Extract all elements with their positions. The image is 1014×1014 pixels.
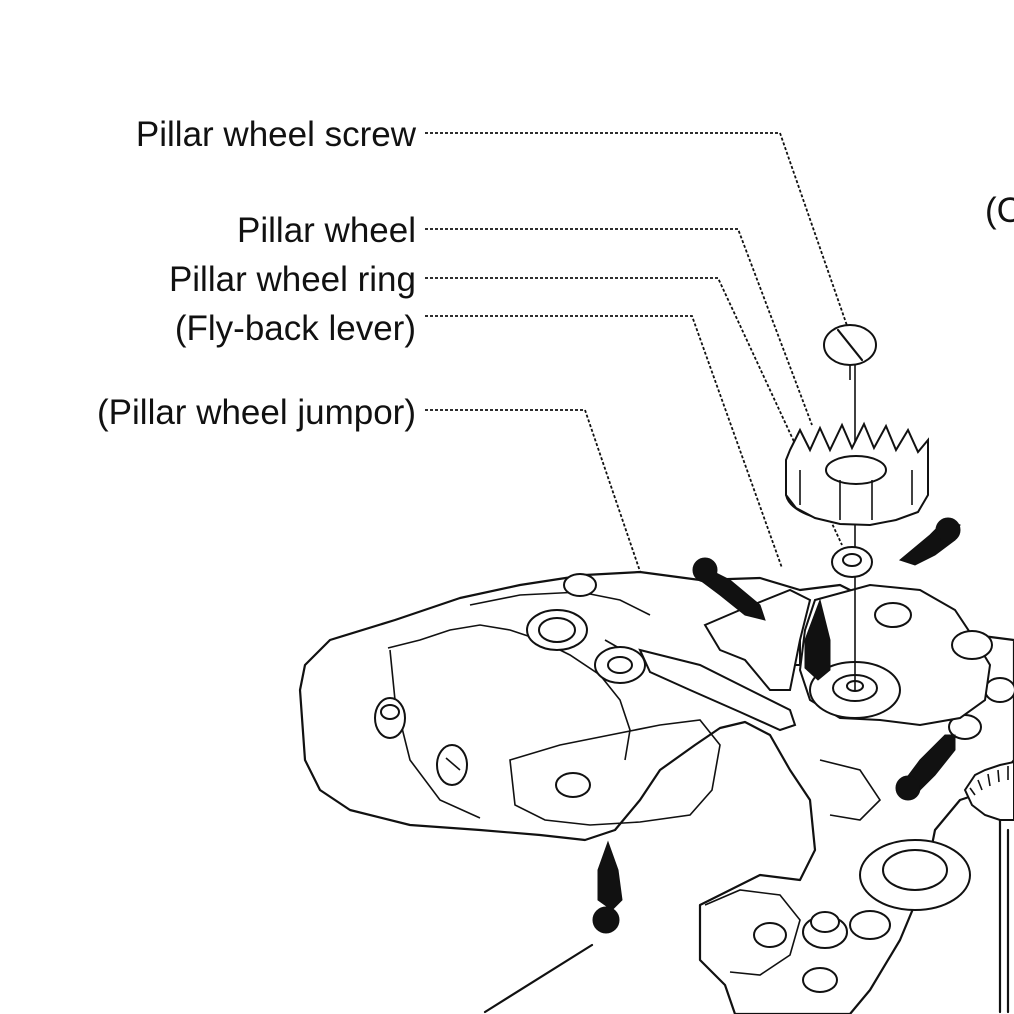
leader-bottom-left: [483, 943, 594, 1014]
jewel-2-inner: [607, 656, 633, 674]
leader-lines: [425, 132, 1010, 1014]
pillar-wheel-ring-inner: [842, 553, 862, 567]
arrow-left: [699, 564, 766, 621]
leader-fly-back-lever: [425, 315, 783, 569]
fly-back-lever: [703, 588, 812, 691]
pillar-wheel-screw-slot: [836, 328, 864, 362]
screw-4: [555, 772, 591, 798]
arrow-top-right-tail: [935, 517, 961, 543]
leader-pillar-wheel-screw: [425, 132, 853, 341]
jewel-1-inner: [538, 617, 576, 643]
jewel-3-inner: [882, 849, 948, 891]
jewel-right-2: [951, 630, 993, 660]
jewel-5: [753, 922, 787, 948]
screw-1: [563, 573, 597, 597]
gear-teeth: [969, 766, 1009, 796]
label-pillar-wheel-jumper: (Pillar wheel jumpor): [97, 393, 416, 432]
pillar-wheel-hub: [825, 455, 887, 485]
label-cut-off: (C: [985, 191, 1014, 230]
gear-edge: [963, 760, 1014, 821]
jewel-4: [849, 910, 891, 940]
label-fly-back-lever: (Fly-back lever): [174, 309, 416, 348]
screw-7: [984, 677, 1014, 703]
plate-contour-2: [389, 649, 481, 819]
leader-pillar-wheel-ring: [425, 277, 843, 546]
arrow-bottom: [597, 840, 623, 911]
label-pillar-wheel-screw: Pillar wheel screw: [135, 115, 416, 154]
leader-pillar-wheel: [425, 228, 813, 426]
screw-3: [436, 744, 468, 786]
plate-contour-7: [704, 889, 801, 976]
jewel-right-1: [874, 602, 912, 628]
jewel-6: [802, 967, 838, 993]
screw-3-slot: [445, 757, 461, 771]
plate-contour-3: [509, 719, 721, 826]
screw-5-head: [810, 911, 840, 933]
plate-contour-6: [819, 759, 882, 821]
pillar-wheel-jumper: [638, 648, 797, 732]
arrow-bottom-tail: [592, 906, 620, 934]
arrow-left-tail: [692, 557, 718, 583]
label-pillar-wheel: Pillar wheel: [237, 211, 416, 250]
arrow-center: [804, 598, 831, 681]
leader-pillar-wheel-jumper: [425, 409, 661, 631]
motion-arrows: [592, 517, 961, 934]
gear-fragment: [963, 760, 1014, 821]
label-pillar-wheel-ring: Pillar wheel ring: [168, 260, 416, 299]
screw-2-head: [380, 704, 400, 720]
arrow-lower-right-tail: [895, 775, 921, 801]
pillar-wheel-assembly: [638, 324, 993, 732]
